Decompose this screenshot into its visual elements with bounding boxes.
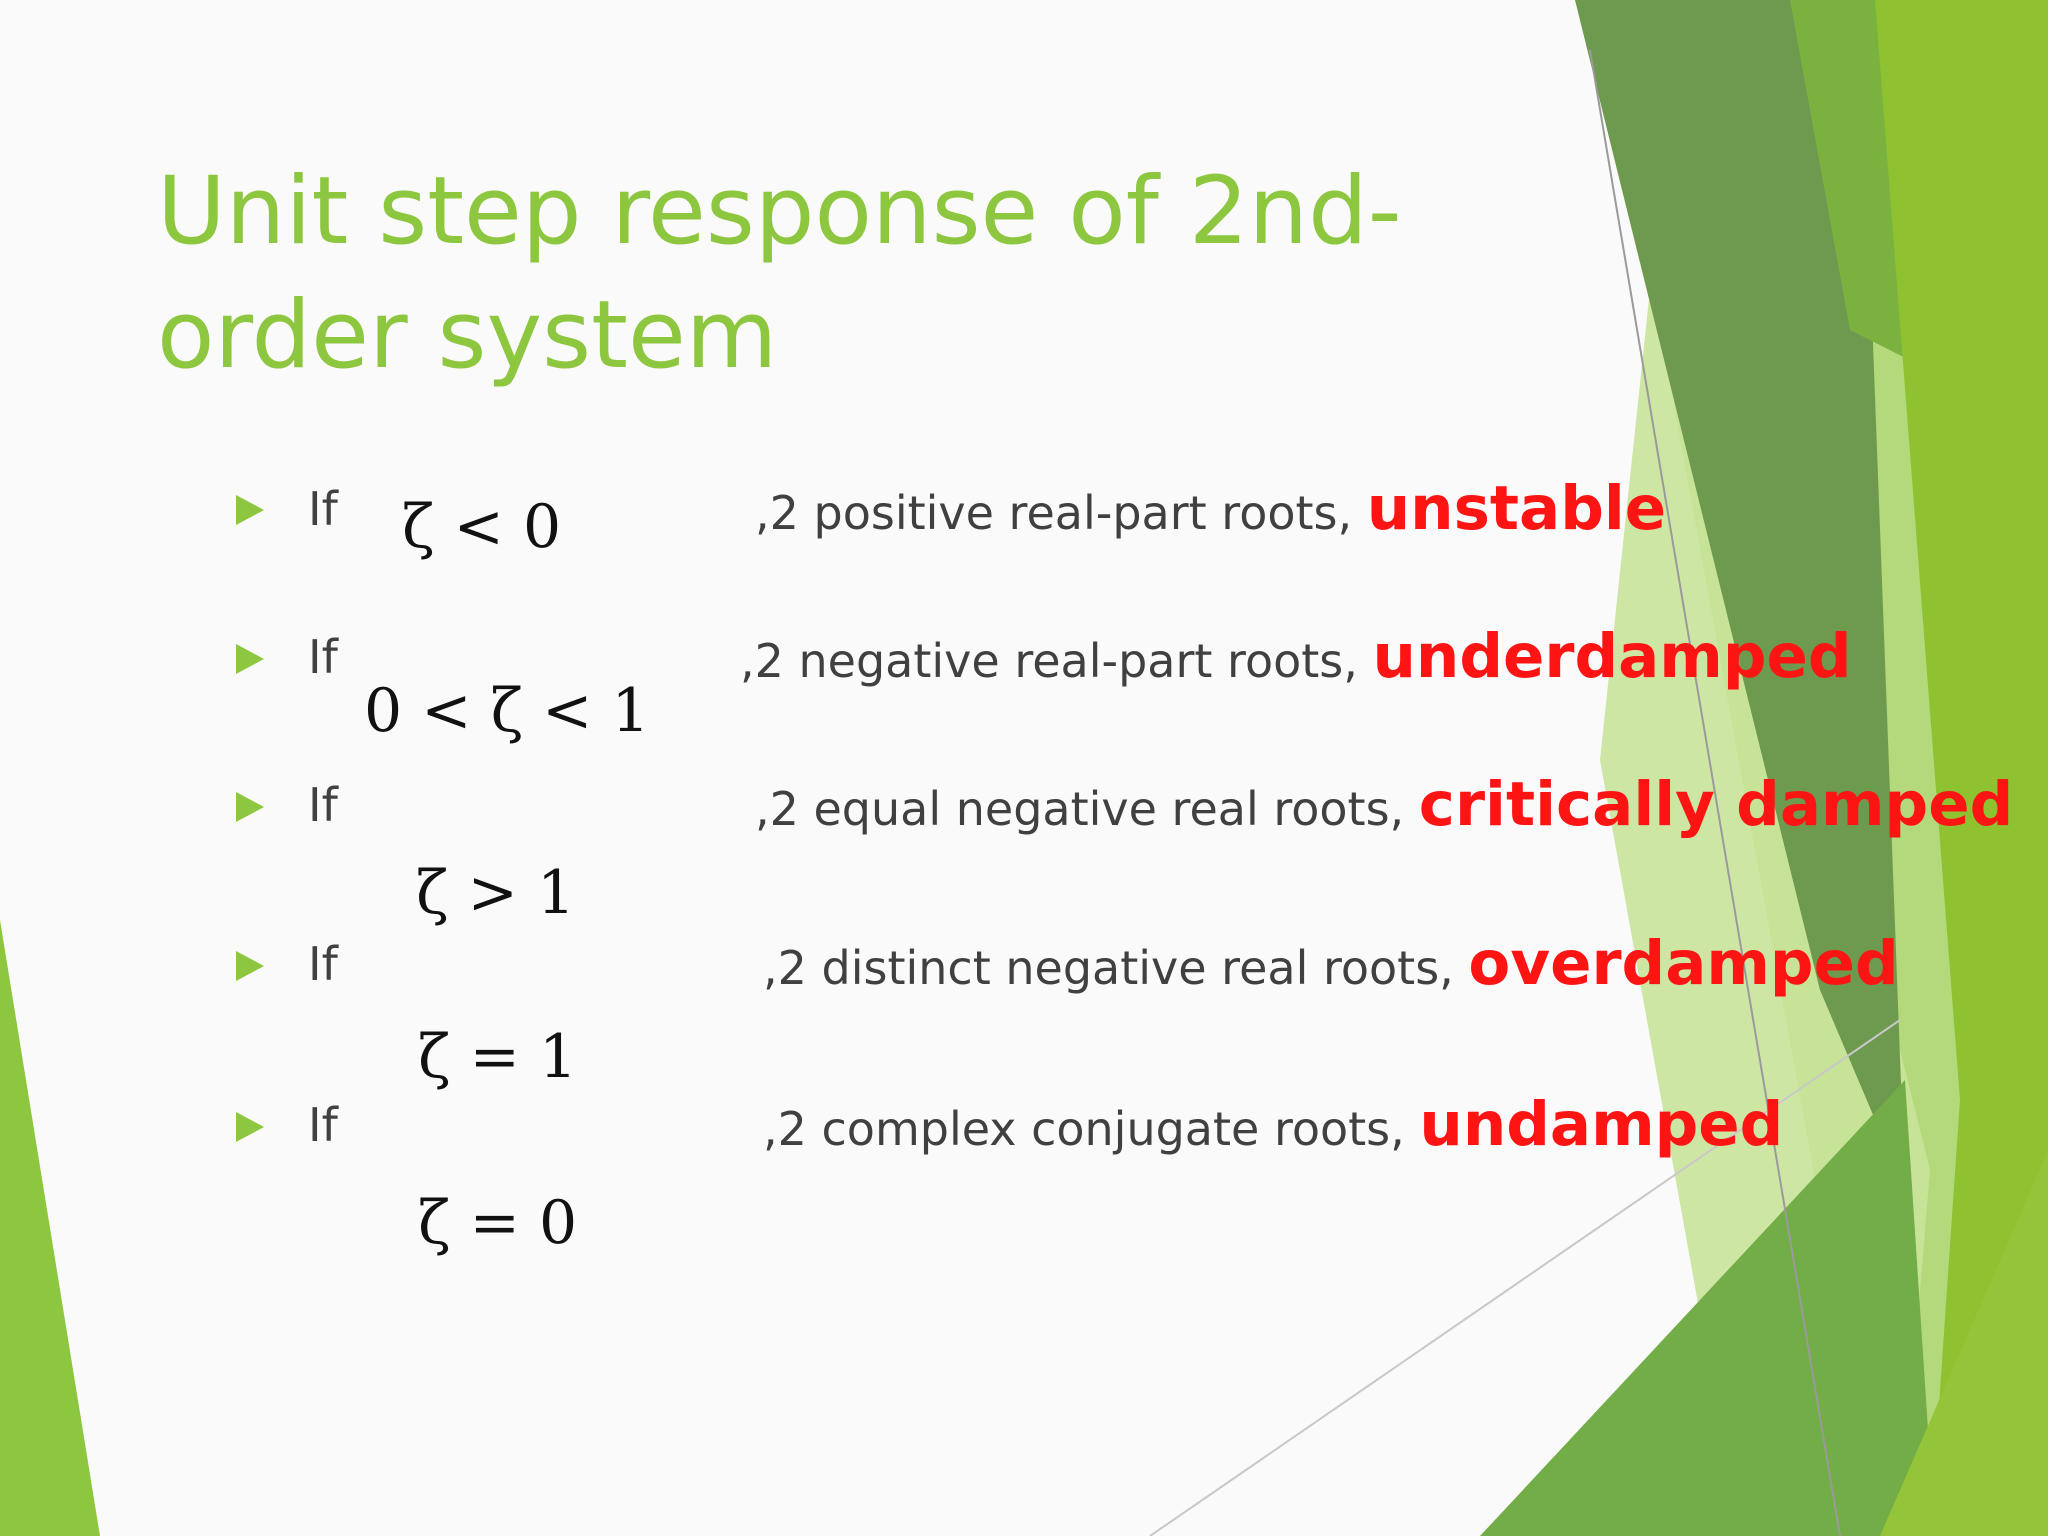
condition-formula: ζ = 1 bbox=[418, 1022, 578, 1092]
if-label: If bbox=[308, 630, 338, 684]
row-text: ,2 complex conjugate roots, bbox=[763, 1102, 1405, 1156]
row-term: overdamped bbox=[1468, 928, 1899, 999]
row-term: unstable bbox=[1366, 473, 1667, 544]
row-description: ,2 positive real-part roots, unstable bbox=[755, 478, 1666, 540]
right-band-dark bbox=[1575, 0, 1905, 1190]
row-text: ,2 distinct negative real roots, bbox=[763, 941, 1454, 995]
row-text: ,2 equal negative real roots, bbox=[755, 782, 1405, 836]
bullet-arrow-icon bbox=[236, 792, 264, 822]
condition-formula: ζ < 0 bbox=[402, 492, 562, 562]
row-text: ,2 positive real-part roots, bbox=[755, 486, 1353, 540]
bottom-right-light bbox=[1880, 1150, 2048, 1536]
bullet-arrow-icon bbox=[236, 951, 264, 981]
if-label: If bbox=[308, 1098, 338, 1152]
condition-formula: ζ > 1 bbox=[416, 858, 576, 928]
slide-title: Unit step response of 2nd-order system bbox=[157, 157, 1402, 390]
row-description: ,2 equal negative real roots, critically… bbox=[755, 774, 2013, 836]
bullet-arrow-icon bbox=[236, 495, 264, 525]
row-description: ,2 negative real-part roots, underdamped bbox=[740, 626, 1852, 688]
row-term: undamped bbox=[1419, 1089, 1784, 1160]
condition-formula: ζ = 0 bbox=[418, 1188, 578, 1258]
right-band-green bbox=[1875, 0, 2048, 1536]
condition-formula: 0 < ζ < 1 bbox=[364, 676, 650, 746]
left-green-sliver bbox=[0, 920, 100, 1536]
bullet-arrow-icon bbox=[236, 1112, 264, 1142]
thin-line-2 bbox=[1149, 1019, 1901, 1536]
row-term: critically damped bbox=[1418, 769, 2014, 840]
row-description: ,2 distinct negative real roots, overdam… bbox=[763, 933, 1899, 995]
if-label: If bbox=[308, 937, 338, 991]
row-term: underdamped bbox=[1372, 621, 1852, 692]
thin-line-1 bbox=[1589, 49, 1841, 1536]
if-label: If bbox=[308, 482, 338, 536]
row-text: ,2 negative real-part roots, bbox=[740, 634, 1358, 688]
row-description: ,2 complex conjugate roots, undamped bbox=[763, 1094, 1783, 1156]
bullet-arrow-icon bbox=[236, 644, 264, 674]
if-label: If bbox=[308, 778, 338, 832]
